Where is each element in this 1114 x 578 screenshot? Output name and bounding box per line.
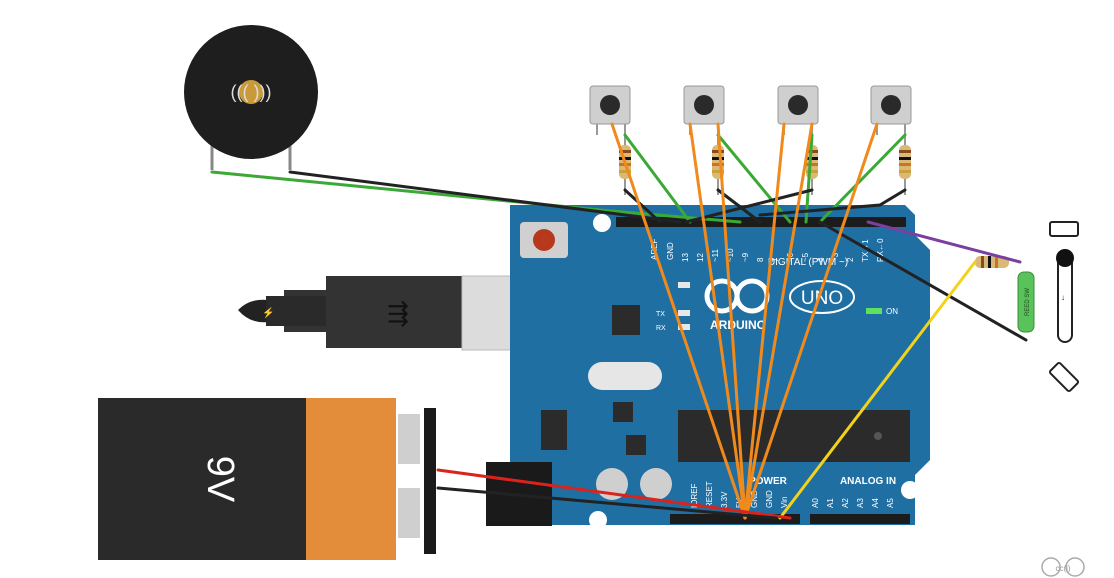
push-button-1[interactable] — [589, 85, 631, 135]
wires — [210, 122, 1028, 520]
analog-pin-label: A4 — [871, 498, 880, 508]
digital-pin-label: 2 — [846, 257, 855, 262]
digital-header-label: DIGITAL (PWM ~) — [768, 257, 848, 268]
wire-green[interactable] — [804, 133, 814, 224]
digital-pin-label: 4 — [816, 257, 825, 262]
wire-black[interactable] — [758, 188, 907, 217]
reset-button[interactable] — [533, 229, 555, 251]
power-header-pins — [670, 514, 800, 524]
digital-pin-label: 13 — [681, 253, 690, 262]
analog-pin-label: A5 — [886, 498, 895, 508]
wire-black[interactable] — [436, 486, 778, 520]
wire-orange[interactable] — [688, 122, 747, 520]
battery-label: 9V — [199, 456, 241, 503]
gnd-label: GND — [666, 242, 675, 260]
wire-black[interactable] — [818, 220, 1028, 342]
push-button-4[interactable] — [870, 85, 912, 135]
analog-in-label: ANALOG IN — [840, 476, 896, 487]
board-model: UNO — [801, 288, 843, 309]
reed-switch-label: REED SW — [1025, 288, 1031, 316]
analog-pin-label: A1 — [826, 498, 835, 508]
wire-orange[interactable] — [743, 122, 786, 520]
on-label: ON — [886, 307, 898, 316]
wire-green[interactable] — [623, 133, 692, 224]
analog-pin-label: A0 — [811, 498, 820, 508]
wire-black[interactable] — [684, 188, 814, 224]
wire-black[interactable] — [288, 170, 682, 224]
resistor-5[interactable] — [975, 256, 1009, 268]
wire-black[interactable] — [716, 188, 762, 224]
wire-green[interactable] — [716, 133, 792, 224]
rx-label: RX — [656, 325, 666, 332]
wire-black[interactable] — [623, 188, 662, 224]
analog-header-pins — [810, 514, 910, 524]
wire-purple[interactable] — [866, 220, 1022, 264]
wire-yellow[interactable] — [778, 260, 977, 520]
digital-pin-label: ~11 — [711, 248, 720, 262]
resistor-4[interactable] — [899, 135, 911, 195]
license-text: cc(i) — [1055, 564, 1070, 573]
tx-label: TX — [656, 311, 665, 318]
battery-9v[interactable]: 9V — [98, 398, 436, 560]
digital-pin-label: 12 — [696, 253, 705, 262]
wire-orange[interactable] — [716, 122, 747, 520]
wire-orange[interactable] — [743, 122, 814, 520]
license-badge: cc(i) — [1041, 557, 1085, 577]
power-pin-label: Vin — [780, 497, 789, 508]
digital-pin-label: 7 — [771, 257, 780, 262]
power-pin-label: GND — [765, 490, 774, 508]
digital-pin-label: ~5 — [801, 252, 810, 262]
analog-pin-label: A3 — [856, 498, 865, 508]
wire-red[interactable] — [436, 468, 792, 520]
analog-pin-label: A2 — [841, 498, 850, 508]
power-label: POWER — [749, 476, 788, 487]
usb-icon: ⇶ — [387, 298, 409, 328]
board-brand: ARDUINO — [710, 318, 766, 332]
arduino-board[interactable]: ARDUINO UNO DIGITAL (PWM ~) POWER ANALOG… — [486, 205, 930, 529]
digital-pin-label: ~10 — [726, 248, 735, 262]
wire-orange[interactable] — [743, 122, 879, 520]
digital-pin-label: ~9 — [741, 252, 750, 262]
reed-switch[interactable]: REED SW — [1017, 271, 1035, 333]
power-pin-label: 3.3V — [720, 491, 729, 508]
wire-orange[interactable] — [610, 122, 747, 520]
wire-green[interactable] — [210, 170, 742, 224]
digital-pin-label: 8 — [756, 257, 765, 262]
piezo-buzzer[interactable]: ((( ))) — [184, 25, 318, 170]
power-pin-label: IOREF — [690, 483, 699, 508]
sound-icon: ((( ))) — [231, 82, 272, 102]
power-pin-label: GND — [750, 490, 759, 508]
power-pin-label: RESET — [705, 481, 714, 508]
digital-pin-label: TX→1 — [861, 239, 870, 262]
digital-pin-label: ~3 — [831, 252, 840, 262]
lightning-icon: ⚡ — [262, 306, 274, 319]
down-arrow-icon: ↓ — [1061, 293, 1065, 302]
digital-pin-label: RX←0 — [876, 238, 885, 262]
tilt-sensor[interactable]: ↓ — [1048, 221, 1080, 393]
